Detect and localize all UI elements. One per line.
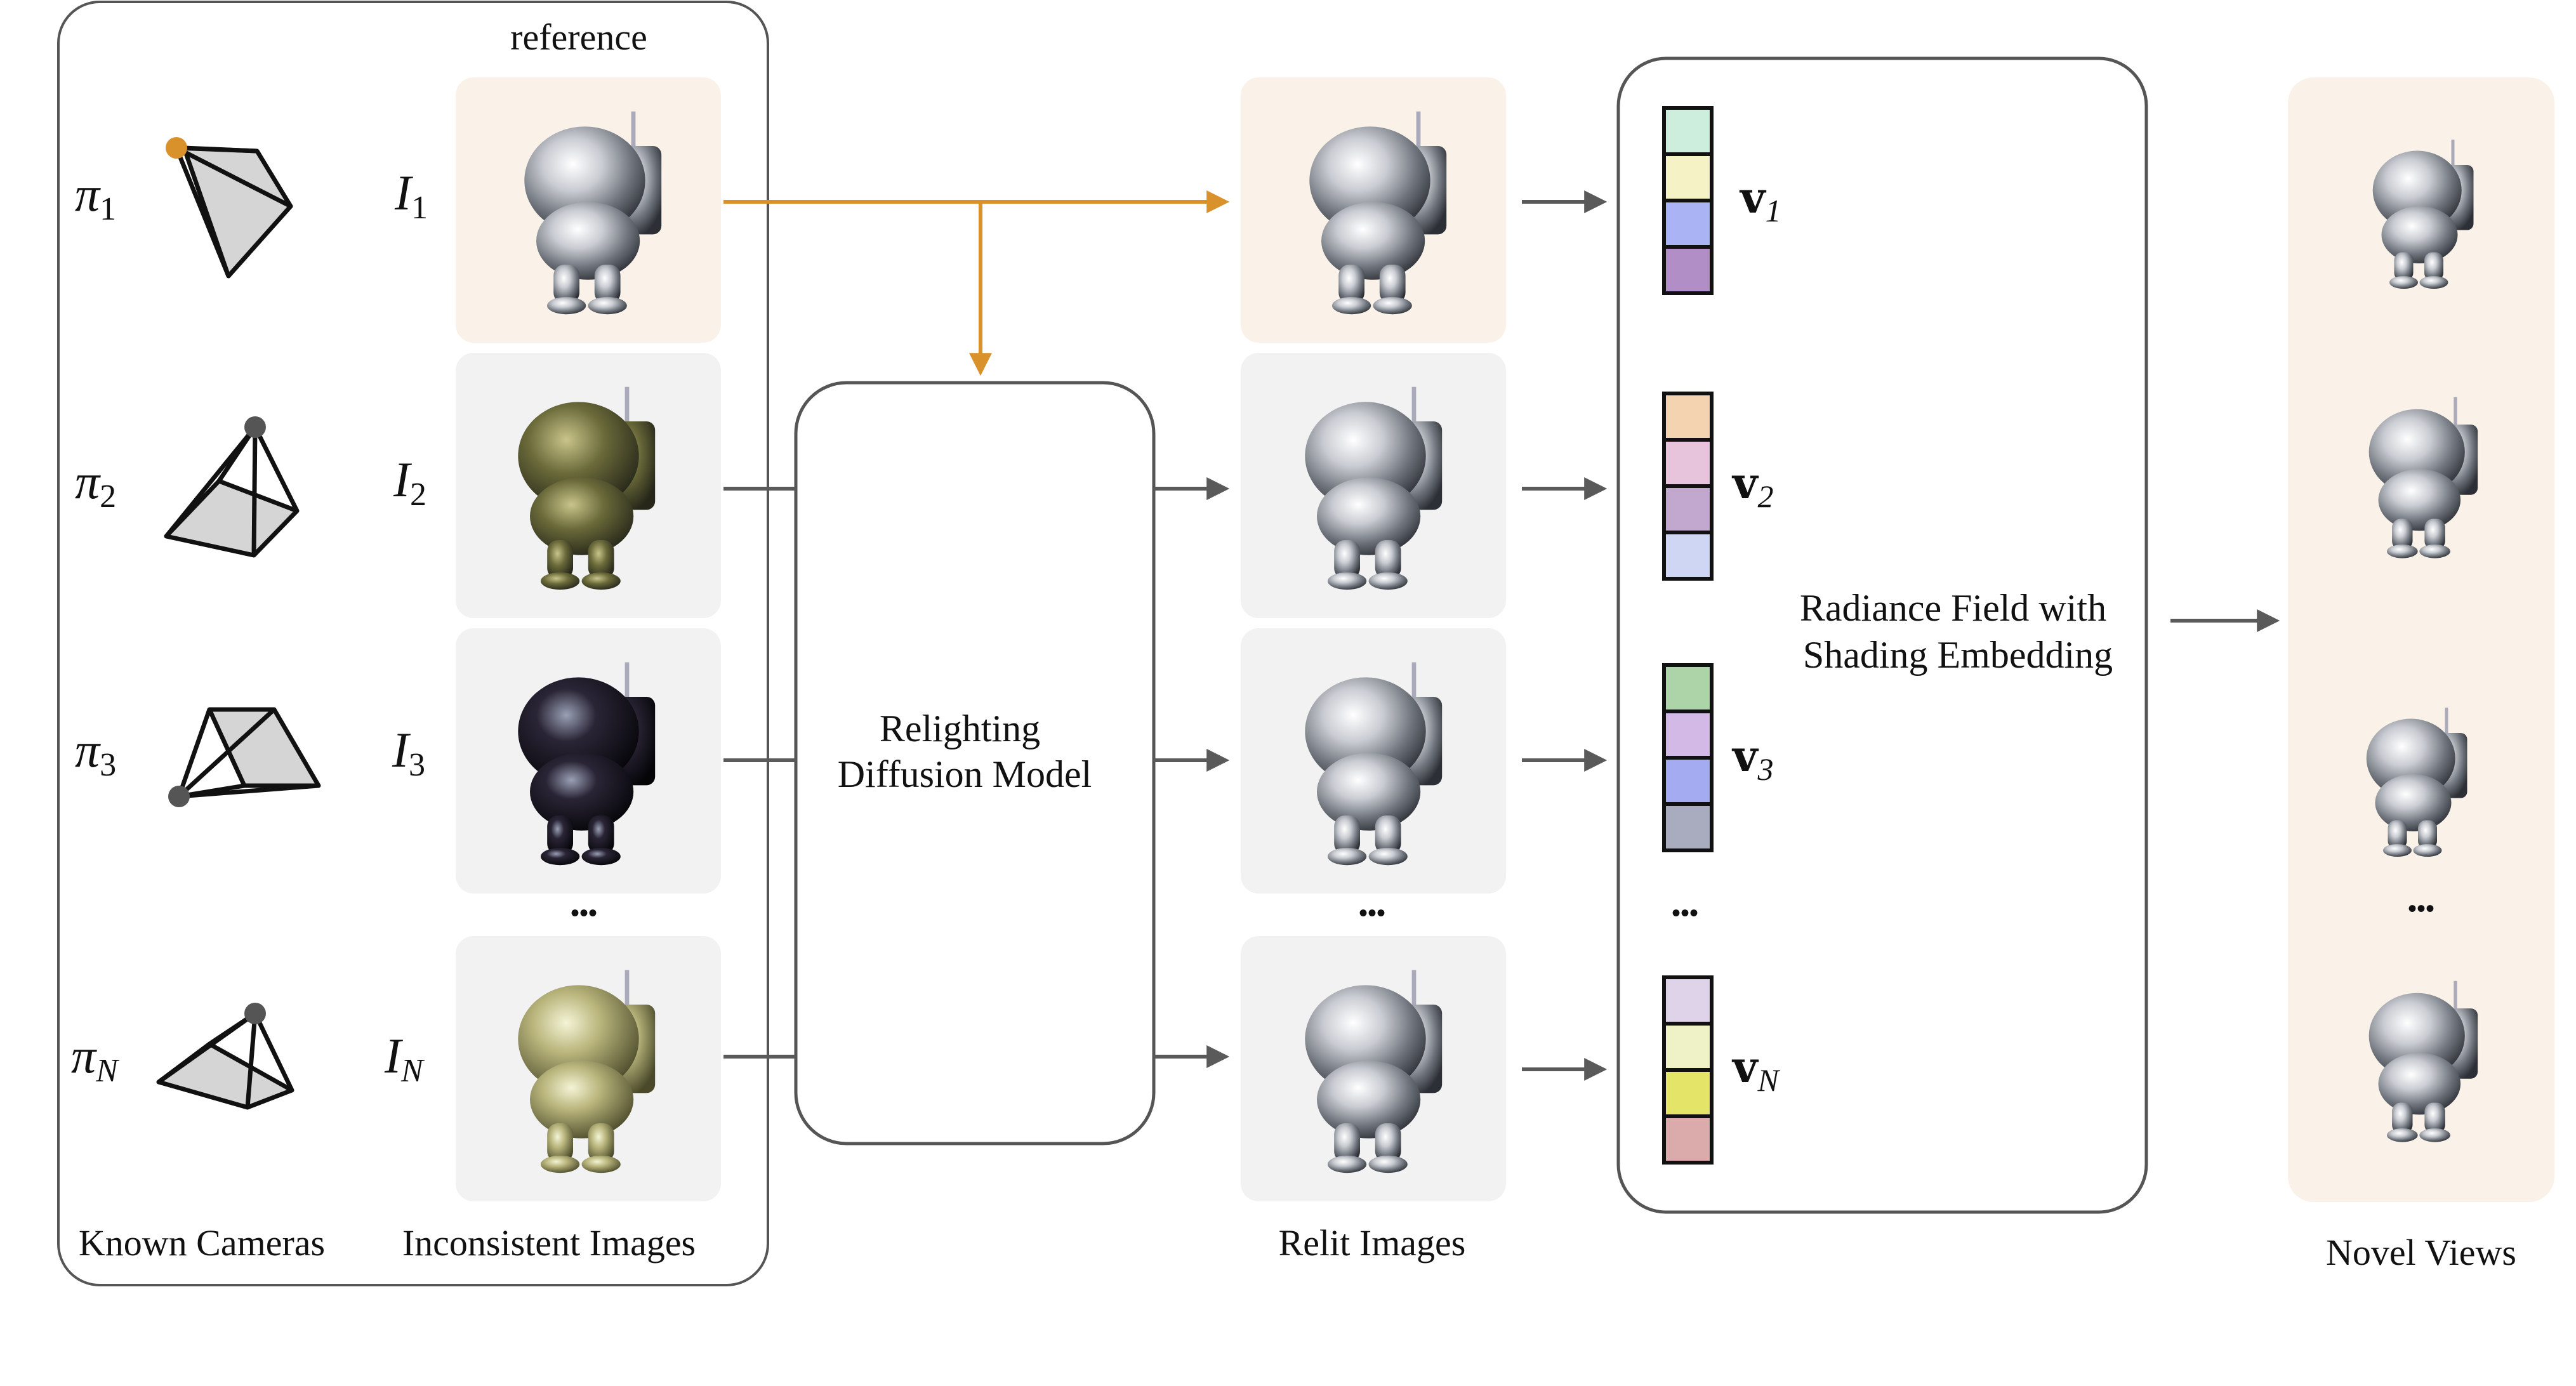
ellipsis: ••• [2408, 894, 2434, 923]
radiance-field-label: Radiance Field with Shading Embedding [1800, 587, 2116, 676]
relit-images-label: Relit Images [1279, 1222, 1466, 1264]
image-label-3: I3 [392, 722, 425, 783]
camera-label-1: π1 [75, 166, 116, 227]
svg-text:π3: π3 [75, 722, 116, 783]
embedding-cell [1662, 1114, 1714, 1165]
ellipsis: ••• [571, 899, 597, 927]
shading-embedding-stack [1662, 663, 1714, 852]
camera-frustum-icon [164, 416, 300, 558]
reference-arrow [723, 190, 1230, 376]
ellipsis: ••• [1672, 899, 1698, 927]
embedding-cell [1662, 438, 1714, 488]
embedding-cell [1662, 663, 1714, 713]
embedding-cell [1662, 1068, 1714, 1118]
embedding-cell [1662, 1022, 1714, 1072]
embedding-cell [1662, 531, 1714, 581]
reference-label: reference [510, 16, 647, 58]
image-label-n: IN [384, 1028, 425, 1089]
embedding-cell [1662, 245, 1714, 295]
image-label-1: I1 [394, 165, 428, 226]
embedding-cell [1662, 106, 1714, 156]
inconsistent-images-label: Inconsistent Images [402, 1222, 696, 1264]
embedding-cell [1662, 802, 1714, 852]
embedding-cell [1662, 152, 1714, 202]
radiance-field-box [1616, 56, 2148, 1214]
novel-views-label: Novel Views [2326, 1232, 2516, 1273]
shading-embedding-stack [1662, 106, 1714, 295]
embedding-label-1: v1 [1739, 173, 1781, 228]
input-panel [57, 1, 769, 1286]
svg-text:πN: πN [71, 1028, 120, 1089]
shading-embedding-stack [1662, 975, 1714, 1165]
svg-text:π1: π1 [75, 166, 116, 227]
embedding-label-3: v3 [1731, 731, 1774, 787]
relighting-model-box [794, 381, 1156, 1145]
ellipsis: ••• [1359, 899, 1385, 927]
novel-views-panel [2288, 77, 2554, 1202]
embedding-cell [1662, 199, 1714, 249]
camera-frustum-icon [168, 707, 321, 807]
camera-label-3: π3 [75, 722, 116, 783]
shading-embedding-stack [1662, 392, 1714, 581]
embedding-cell [1662, 710, 1714, 760]
camera-frustum-icon [156, 1003, 294, 1110]
embedding-cell [1662, 484, 1714, 534]
image-label-2: I2 [393, 452, 426, 513]
known-cameras-label: Known Cameras [79, 1222, 325, 1264]
embedding-cell [1662, 975, 1714, 1026]
svg-text:π2: π2 [75, 454, 116, 515]
camera-frustum-icon [166, 137, 293, 279]
input-arrow [723, 477, 1230, 1068]
embedding-cell [1662, 756, 1714, 806]
camera-label-2: π2 [75, 454, 116, 515]
embedding-cell [1662, 392, 1714, 442]
embedding-arrow [1522, 190, 1608, 1081]
camera-label-n: πN [71, 1028, 120, 1089]
embedding-label-n: vN [1731, 1042, 1781, 1098]
relighting-model-label: Relighting Diffusion Model [838, 708, 1092, 795]
embedding-label-2: v2 [1731, 458, 1774, 514]
